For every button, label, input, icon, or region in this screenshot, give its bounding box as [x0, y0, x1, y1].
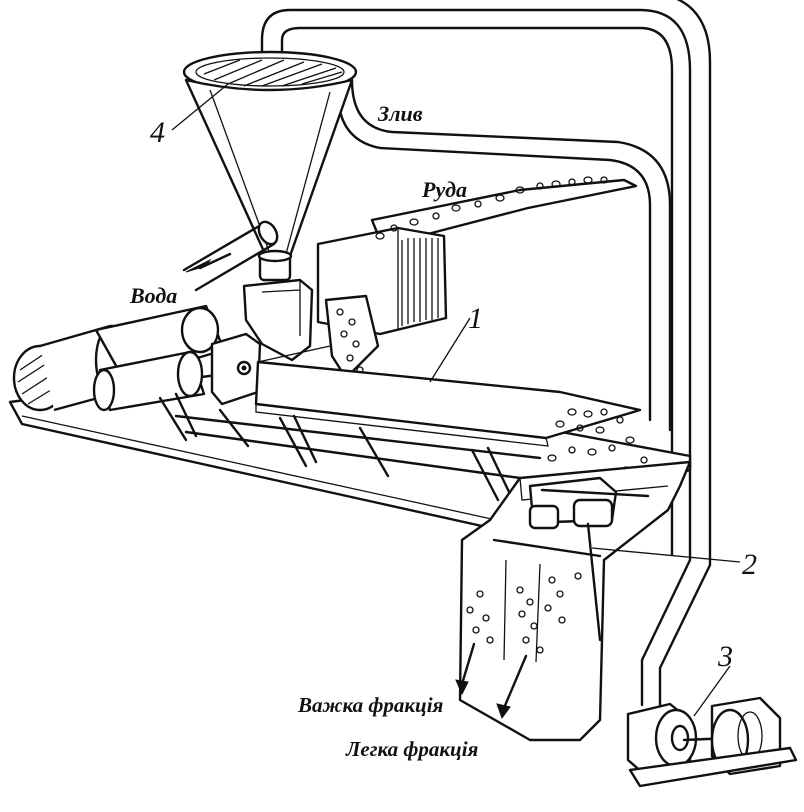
cone-hopper: [182, 50, 358, 362]
ore-particles: [336, 176, 608, 374]
leader-lines: [171, 83, 741, 717]
jig-deck: [254, 345, 642, 447]
label-light-fraction: Легка фракція: [345, 737, 479, 761]
classifier-tank: [458, 460, 692, 742]
overflow-pipe: [336, 78, 672, 432]
label-overflow: Злив: [377, 101, 423, 126]
pump: [626, 696, 798, 788]
label-ore: Руда: [421, 177, 467, 202]
ore-chute: [316, 178, 638, 380]
label-water: Вода: [129, 283, 177, 308]
label-number-1: 1: [468, 302, 483, 335]
label-number-3: 3: [717, 640, 733, 673]
return-pipe: [260, 0, 712, 707]
label-heavy-fraction: Важка фракція: [297, 693, 444, 717]
fraction-particles: [466, 572, 582, 654]
water-pipe: [182, 220, 279, 292]
drive-motor: [12, 304, 226, 412]
fraction-arrows: [455, 642, 528, 720]
label-number-4: 4: [150, 116, 165, 149]
eccentric-box: [210, 332, 262, 406]
deck-supports: [158, 392, 542, 502]
label-number-2: 2: [742, 548, 757, 581]
